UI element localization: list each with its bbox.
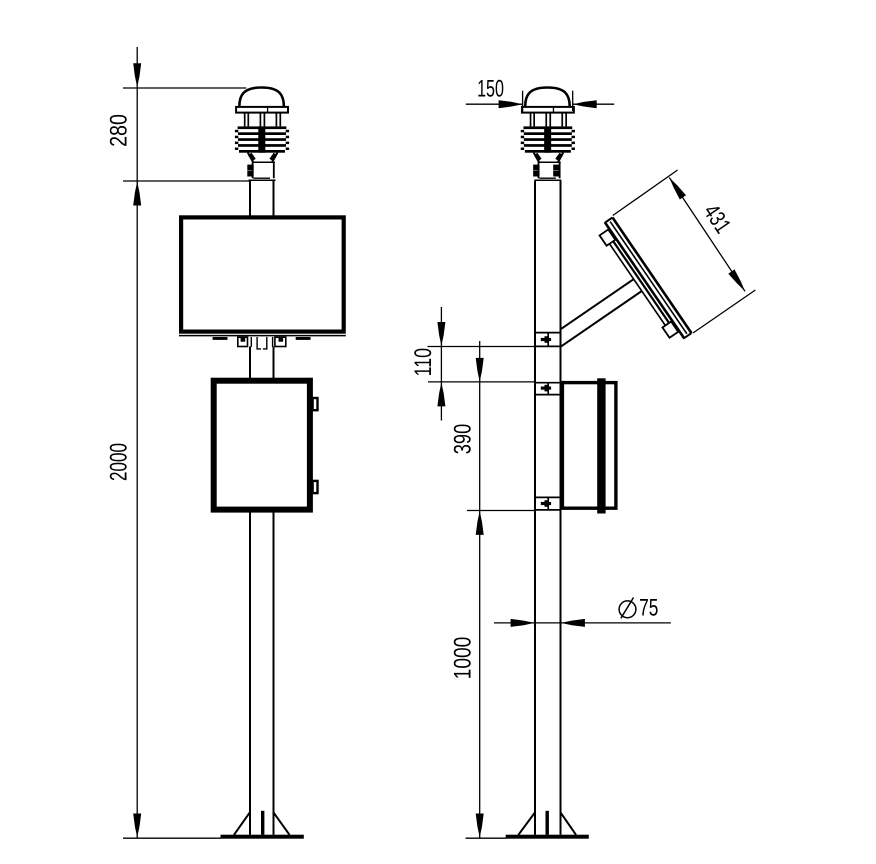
svg-text:75: 75 bbox=[639, 595, 658, 622]
svg-text:390: 390 bbox=[449, 424, 476, 454]
svg-text:150: 150 bbox=[477, 75, 504, 102]
svg-text:1000: 1000 bbox=[449, 637, 476, 680]
svg-text:280: 280 bbox=[106, 114, 133, 147]
svg-text:2000: 2000 bbox=[106, 443, 133, 481]
svg-text:110: 110 bbox=[410, 348, 437, 376]
